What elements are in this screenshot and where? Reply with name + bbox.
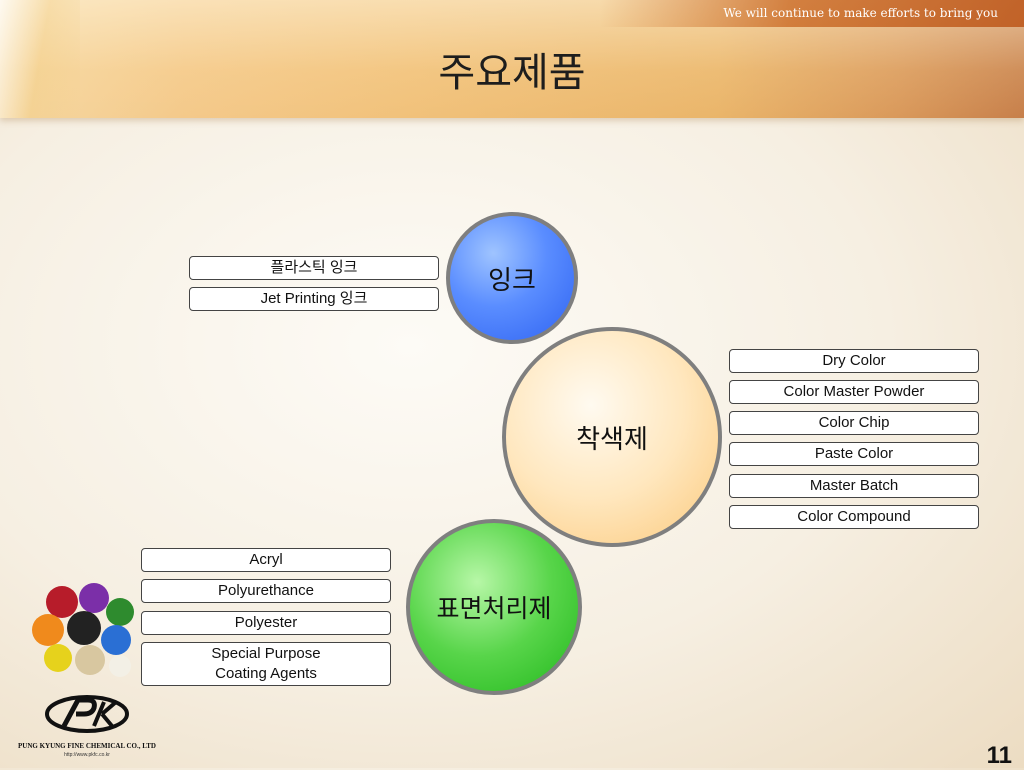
color-beads-image <box>32 583 134 677</box>
circle-surface-treatment: 표면처리제 <box>406 519 582 695</box>
slide-title: 주요제품 <box>438 50 586 96</box>
colorant-item-master-powder: Color Master Powder <box>729 380 979 404</box>
circle-ink: 잉크 <box>446 212 578 344</box>
ink-item-jet: Jet Printing 잉크 <box>189 287 439 311</box>
circle-colorant: 착색제 <box>502 327 722 547</box>
header-band: We will continue to make efforts to brin… <box>0 0 1024 118</box>
circle-surface-label: 표면처리제 <box>436 594 552 623</box>
circle-ink-label: 잉크 <box>488 265 536 296</box>
tagline-text: We will continue to make efforts to brin… <box>723 6 998 20</box>
decorative-glass-image <box>0 0 80 118</box>
colorant-item-color-chip: Color Chip <box>729 411 979 435</box>
pkl-logo-icon <box>45 695 129 733</box>
colorant-item-dry-color: Dry Color <box>729 349 979 373</box>
tagline-bar: We will continue to make efforts to brin… <box>600 0 1024 27</box>
surface-item-special-purpose: Special Purpose Coating Agents <box>141 642 391 686</box>
surface-item-polyester: Polyester <box>141 611 391 635</box>
ink-item-plastic: 플라스틱 잉크 <box>189 256 439 280</box>
colorant-item-paste-color: Paste Color <box>729 442 979 466</box>
company-url: http://www.pkfc.co.kr <box>64 752 110 758</box>
circle-colorant-label: 착색제 <box>576 424 648 455</box>
colorant-item-master-batch: Master Batch <box>729 474 979 498</box>
surface-item-acryl: Acryl <box>141 548 391 572</box>
company-name: PUNG KYUNG FINE CHEMICAL CO., LTD <box>17 742 156 750</box>
surface-item-polyurethane: Polyurethance <box>141 579 391 603</box>
colorant-item-color-compound: Color Compound <box>729 505 979 529</box>
page-number: 11 <box>986 742 1012 769</box>
